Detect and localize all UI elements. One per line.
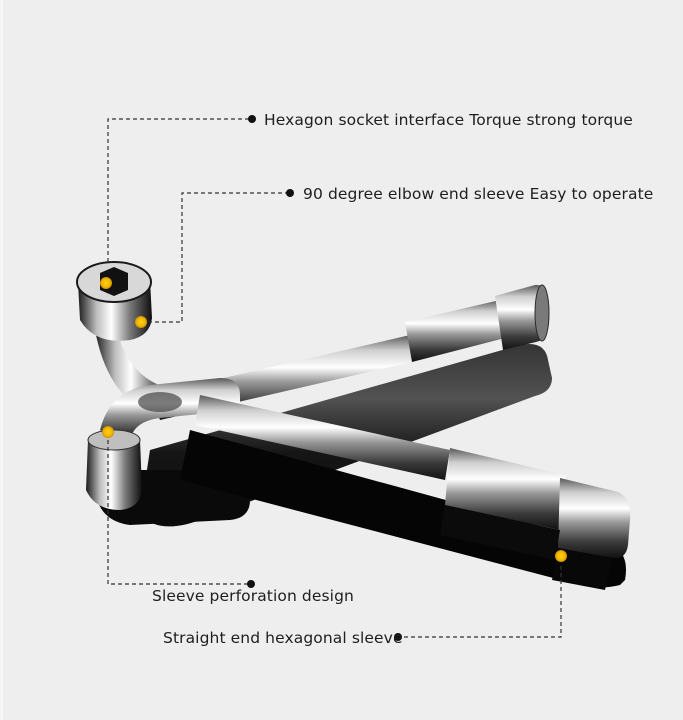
leader-hexagon-socket: [107, 118, 250, 262]
callout-label-sleeve-perforation: Sleeve perforation design: [152, 587, 354, 605]
callout-lines: [107, 118, 562, 638]
lower-wrench: [86, 378, 631, 590]
marker-elbow-end: [135, 316, 147, 328]
callout-dot-straight-end: [394, 633, 402, 641]
left-edge-strip: [0, 0, 3, 720]
leader-elbow-end: [148, 192, 288, 323]
marker-straight-end: [555, 550, 567, 562]
callout-dot-elbow-end: [286, 189, 294, 197]
callout-label-straight-end: Straight end hexagonal sleeve: [163, 629, 403, 647]
callout-dot-sleeve-perforation: [247, 580, 255, 588]
marker-hexagon-socket: [100, 277, 112, 289]
upper-wrench: [76, 261, 550, 420]
leader-straight-end: [400, 566, 562, 638]
leader-sleeve-perforation: [107, 440, 249, 585]
marker-sleeve-perforation: [102, 426, 114, 438]
callout-label-elbow-end: 90 degree elbow end sleeve Easy to opera…: [303, 185, 654, 203]
callout-label-hexagon-socket: Hexagon socket interface Torque strong t…: [264, 111, 633, 129]
callout-dot-hexagon-socket: [248, 115, 256, 123]
